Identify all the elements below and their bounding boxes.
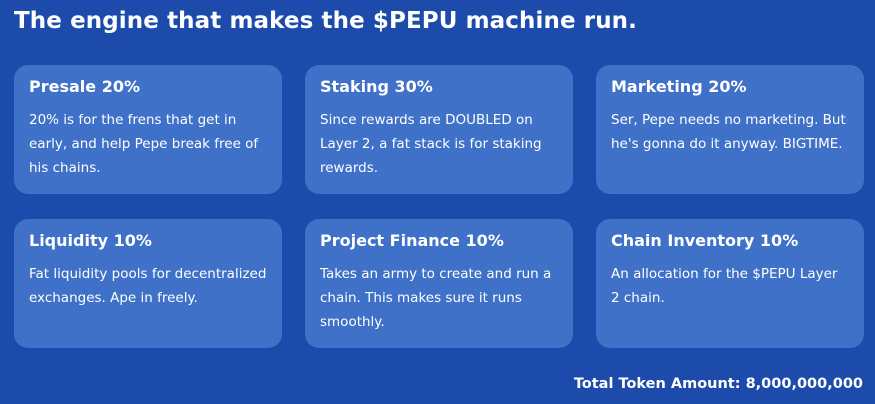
allocation-card-marketing: Marketing 20% Ser, Pepe needs no marketi… [596, 65, 864, 194]
card-description: Fat liquidity pools for decentralized ex… [29, 266, 267, 306]
allocation-card-staking: Staking 30% Since rewards are DOUBLED on… [305, 65, 573, 194]
card-title: Project Finance 10% [320, 231, 504, 250]
card-title: Presale 20% [29, 77, 140, 96]
card-title: Chain Inventory 10% [611, 231, 799, 250]
card-description: 20% is for the frens that get in early, … [29, 112, 259, 176]
card-description: Takes an army to create and run a chain.… [320, 266, 552, 330]
page-headline: The engine that makes the $PEPU machine … [14, 8, 637, 34]
card-description: Since rewards are DOUBLED on Layer 2, a … [320, 112, 542, 176]
allocation-card-presale: Presale 20% 20% is for the frens that ge… [14, 65, 282, 194]
total-token-amount: Total Token Amount: 8,000,000,000 [573, 376, 863, 392]
card-title: Staking 30% [320, 77, 433, 96]
allocation-card-chain-inventory: Chain Inventory 10% An allocation for th… [596, 219, 864, 348]
card-description: Ser, Pepe needs no marketing. But he's g… [611, 112, 846, 152]
card-title: Marketing 20% [611, 77, 747, 96]
allocation-card-liquidity: Liquidity 10% Fat liquidity pools for de… [14, 219, 282, 348]
allocation-card-project-finance: Project Finance 10% Takes an army to cre… [305, 219, 573, 348]
card-title: Liquidity 10% [29, 231, 152, 250]
card-description: An allocation for the $PEPU Layer 2 chai… [611, 266, 838, 306]
